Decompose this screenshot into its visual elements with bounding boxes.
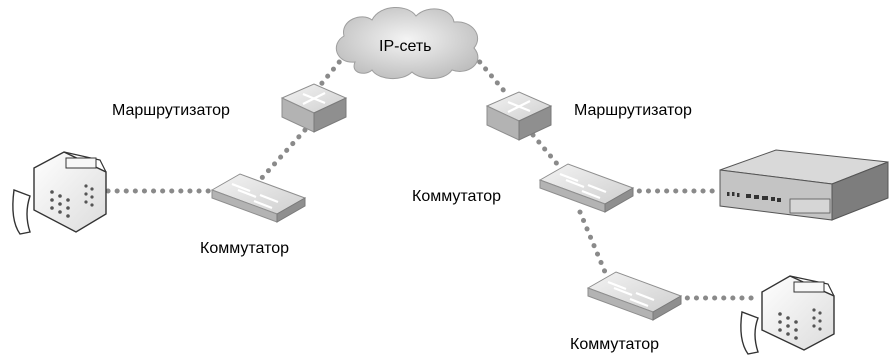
- link-switch-upper-switch-lower: [577, 209, 608, 275]
- switch-left: [210, 173, 307, 223]
- switch-arrows-icon: [231, 182, 279, 210]
- switch-right-lower-label: Коммутатор: [570, 336, 660, 353]
- switch-right-lower: [586, 271, 683, 321]
- pbx-front-panel: [727, 192, 781, 202]
- router-left: [280, 83, 348, 133]
- link-router-left-switch-left: [257, 127, 308, 183]
- switch-right-upper: [538, 163, 635, 213]
- link-router-right-switch-right-upper: [530, 132, 561, 168]
- link-cloud-router-left: [315, 52, 348, 91]
- router-arrows-icon: [302, 92, 326, 105]
- switch-right-upper-label: Коммутатор: [412, 188, 502, 205]
- switch-left-label: Коммутатор: [200, 240, 290, 257]
- keypad-icon: [50, 184, 94, 218]
- router-right-label: Маршрутизатор: [574, 102, 692, 119]
- keypad-icon: [778, 308, 822, 340]
- pbx-unit: [719, 149, 889, 221]
- ip-phone-right: [740, 275, 835, 355]
- links: [105, 45, 761, 301]
- ip-network-cloud: [335, 7, 479, 79]
- switch-arrows-icon: [607, 280, 655, 308]
- ip-phone-left: [12, 151, 107, 235]
- router-arrows-icon: [507, 100, 531, 113]
- router-left-label: Маршрутизатор: [112, 102, 230, 119]
- router-right: [485, 91, 553, 141]
- cloud-label: IP-сеть: [379, 38, 432, 55]
- switch-arrows-icon: [559, 172, 607, 200]
